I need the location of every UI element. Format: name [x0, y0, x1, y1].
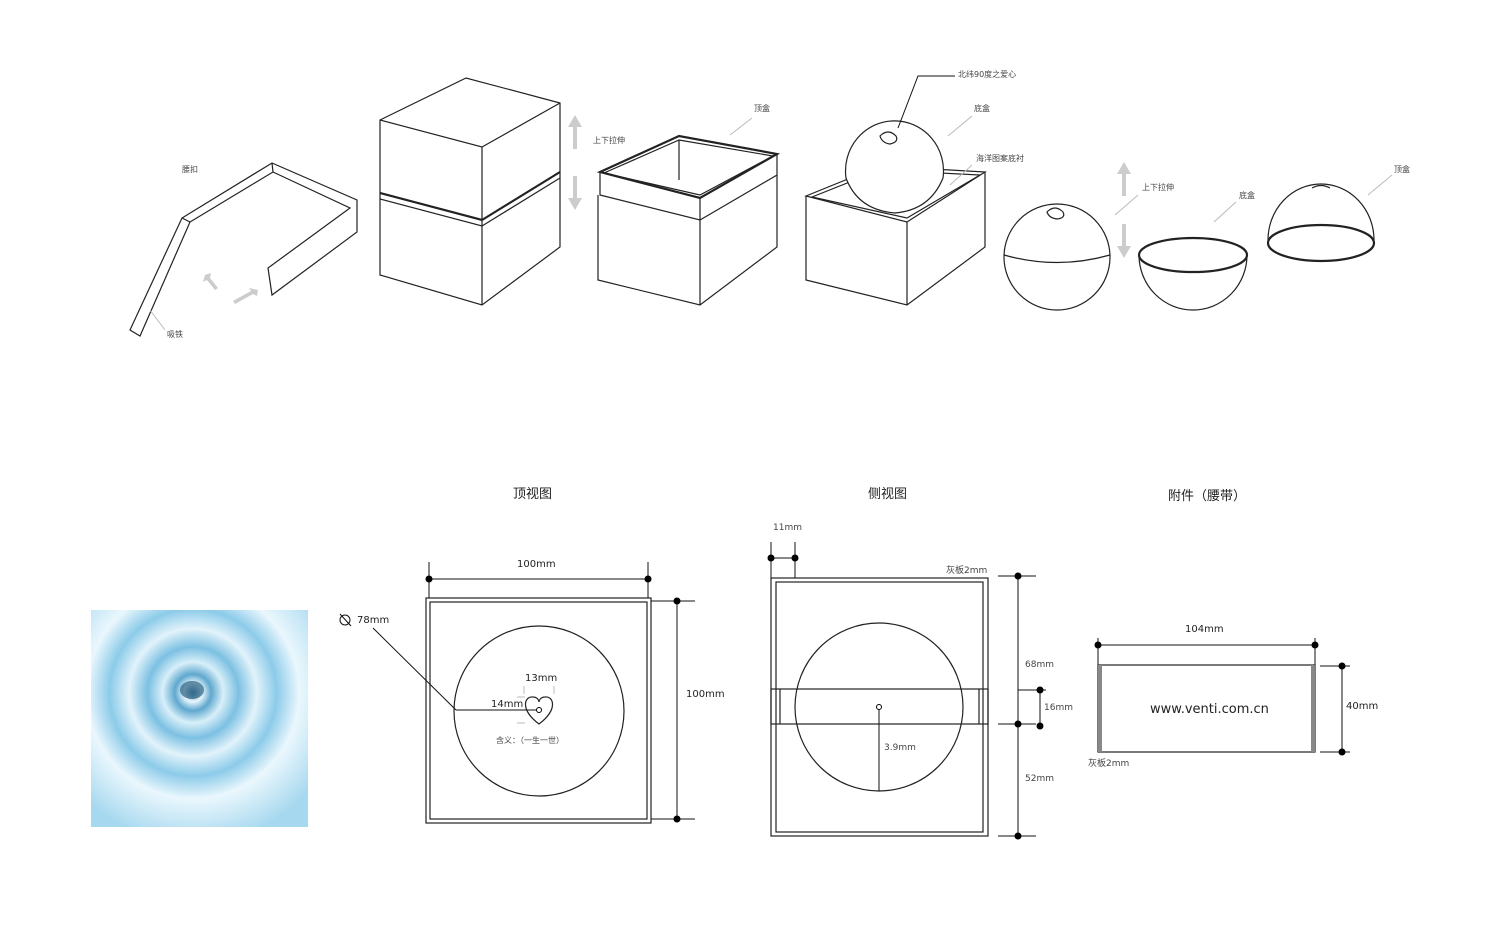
bottom-hemisphere-drawing — [1137, 201, 1249, 311]
side-view-title: 侧视图 — [868, 487, 907, 502]
arrow-up-icon — [568, 115, 582, 149]
side-view-hole: 3.9mm — [884, 743, 916, 753]
arrow-icon — [233, 288, 258, 304]
belt-clasp-drawing — [129, 162, 358, 337]
sphere-drawing — [1003, 162, 1139, 311]
label-ocean-lining: 海洋图案底衬 — [976, 153, 1024, 163]
arrow-up-icon — [1117, 162, 1131, 196]
top-view-height: 100mm — [686, 689, 725, 700]
side-view-lower: 52mm — [1025, 774, 1054, 784]
label-top-box-2: 顶盒 — [1394, 164, 1410, 174]
belt-height: 40mm — [1346, 701, 1378, 712]
top-view-diameter: 78mm — [357, 615, 389, 626]
side-view-upper: 68mm — [1025, 660, 1054, 670]
top-view-drawing — [339, 562, 695, 824]
arrow-down-icon — [1117, 224, 1131, 258]
heart-height: 14mm — [491, 699, 523, 710]
belt-drawing — [1094, 638, 1350, 756]
side-view-drawing — [767, 542, 1046, 840]
label-heart: 北纬90度之爱心 — [958, 69, 1016, 79]
label-stretch-1: 上下拉伸 — [593, 135, 625, 145]
arrow-down-icon — [568, 176, 582, 210]
belt-board: 灰板2mm — [1088, 757, 1129, 769]
heart-meaning: 含义：（一生一世） — [496, 735, 564, 745]
top-hemisphere-drawing — [1266, 174, 1393, 263]
top-view-title: 顶视图 — [513, 487, 552, 502]
side-view-board: 灰板2mm — [946, 564, 987, 576]
box-with-sphere-drawing — [804, 75, 987, 306]
accessory-title: 附件（腰带） — [1168, 489, 1246, 504]
label-magnet: 吸铁 — [167, 329, 183, 339]
arrow-icon — [203, 273, 218, 290]
belt-url: www.venti.com.cn — [1150, 702, 1269, 717]
open-box-drawing — [596, 117, 781, 306]
closed-box-drawing — [379, 77, 582, 306]
belt-width: 104mm — [1185, 624, 1224, 635]
ocean-pattern-image — [91, 610, 308, 827]
heart-width: 13mm — [525, 673, 557, 684]
label-bottom-box-2: 底盒 — [1239, 190, 1255, 200]
label-belt-clasp: 腰扣 — [182, 164, 198, 174]
diameter-icon — [339, 613, 352, 627]
side-view-offset: 11mm — [773, 523, 802, 533]
side-view-belt: 16mm — [1044, 703, 1073, 713]
label-top-box-1: 顶盒 — [754, 103, 770, 113]
label-bottom-box-1: 底盒 — [974, 103, 990, 113]
top-view-width: 100mm — [517, 559, 556, 570]
label-stretch-2: 上下拉伸 — [1142, 182, 1174, 192]
